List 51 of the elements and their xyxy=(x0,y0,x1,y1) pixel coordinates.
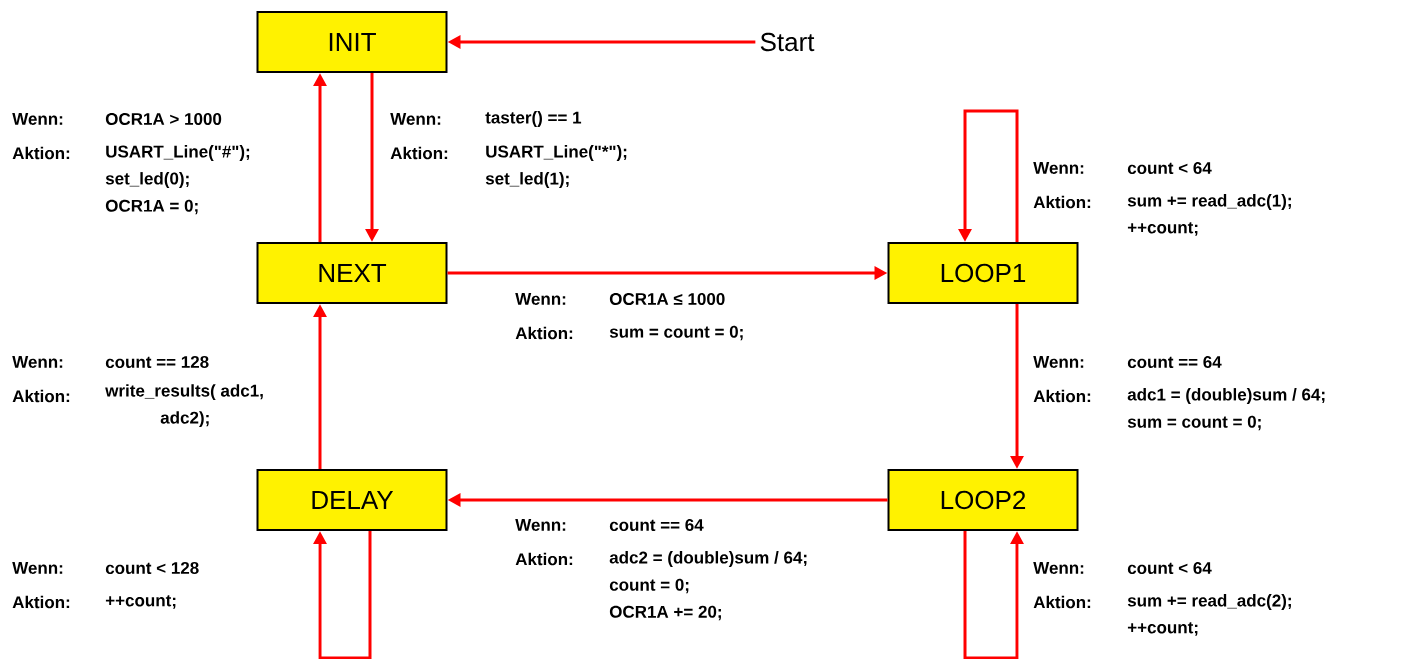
condition-text: count < 64 xyxy=(1127,562,1212,575)
keyword-label: Wenn: xyxy=(390,113,441,125)
start-label: Start xyxy=(760,32,815,52)
action-text: OCR1A += 20; xyxy=(609,605,721,621)
action-text: ++count; xyxy=(1127,222,1198,236)
arrow xyxy=(313,531,372,659)
condition-text: OCR1A ≤ 1000 xyxy=(609,293,725,306)
action-text: sum = count = 0; xyxy=(609,325,743,341)
state-box: LOOP1 xyxy=(887,242,1079,304)
condition-text: OCR1A > 1000 xyxy=(105,113,222,126)
condition-text: count < 64 xyxy=(1127,162,1212,175)
action-text: set_led(1); xyxy=(485,172,569,188)
condition-text: count == 64 xyxy=(1127,356,1222,369)
state-box: NEXT xyxy=(256,242,448,304)
action-text: set_led(0); xyxy=(105,172,189,188)
condition-text: count == 64 xyxy=(609,519,704,532)
keyword-label: Aktion: xyxy=(1033,595,1091,609)
state-box: DELAY xyxy=(256,469,448,531)
condition-text: count == 128 xyxy=(105,356,209,369)
condition-text: count < 128 xyxy=(105,562,199,575)
action-text: sum = count = 0; xyxy=(1127,415,1261,431)
keyword-label: Wenn: xyxy=(12,113,63,125)
condition-text: taster() == 1 xyxy=(485,111,582,127)
action-text: count = 0; xyxy=(609,578,689,594)
keyword-label: Wenn: xyxy=(515,519,566,531)
action-text: adc1 = (double)sum / 64; xyxy=(1127,388,1325,404)
keyword-label: Wenn: xyxy=(515,293,566,305)
keyword-label: Aktion: xyxy=(515,552,573,566)
keyword-label: Wenn: xyxy=(1033,162,1084,174)
keyword-label: Wenn: xyxy=(1033,356,1084,368)
state-box: LOOP2 xyxy=(887,469,1079,531)
action-text: ++count; xyxy=(1127,622,1198,636)
keyword-label: Wenn: xyxy=(12,356,63,368)
keyword-label: Aktion: xyxy=(12,146,70,160)
action-text: sum += read_adc(1); xyxy=(1127,194,1291,210)
action-text: USART_Line("*"); xyxy=(486,145,627,161)
action-text: sum += read_adc(2); xyxy=(1127,594,1291,610)
keyword-label: Aktion: xyxy=(515,326,573,340)
keyword-label: Aktion: xyxy=(1033,389,1091,403)
keyword-label: Aktion: xyxy=(1033,195,1091,209)
action-text: adc2 = (double)sum / 64; xyxy=(609,551,807,567)
keyword-label: Aktion: xyxy=(12,595,70,609)
action-text: USART_Line("#"); xyxy=(106,145,250,161)
state-box: INIT xyxy=(256,11,448,73)
keyword-label: Aktion: xyxy=(390,146,448,160)
keyword-label: Aktion: xyxy=(12,389,70,403)
action-text: OCR1A = 0; xyxy=(105,199,198,215)
action-text: ++count; xyxy=(105,595,176,609)
action-text: write_results( adc1, adc2); xyxy=(105,384,263,428)
keyword-label: Wenn: xyxy=(1033,562,1084,574)
keyword-label: Wenn: xyxy=(12,562,63,574)
